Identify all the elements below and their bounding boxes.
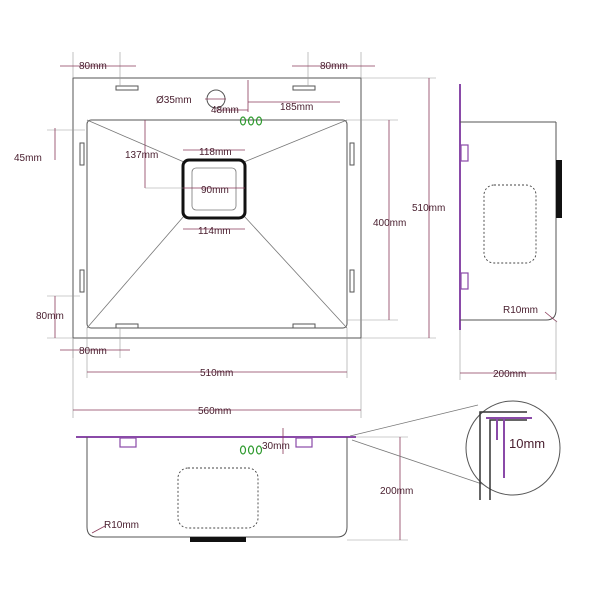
dim-hole-to-edge: 185mm — [280, 102, 313, 113]
side-depth: 200mm — [493, 369, 526, 380]
dim-drain-inner: 90mm — [201, 185, 229, 196]
inner-bowl — [86, 119, 348, 329]
dim-hole-offset: 48mm — [211, 105, 239, 116]
front-drain-outline — [177, 467, 259, 529]
slope-line-tl — [86, 119, 185, 163]
detail-view: 10mm — [465, 400, 561, 500]
front-radius: R10mm — [104, 520, 139, 531]
side-clip-top — [460, 144, 469, 162]
front-drain — [190, 537, 246, 542]
green-marker-top — [239, 116, 263, 126]
dim-left-45: 45mm — [14, 153, 42, 164]
slope-line-tr — [243, 119, 348, 163]
slope-line-br — [243, 215, 348, 329]
side-clip-bottom — [460, 272, 469, 290]
outer-frame — [72, 77, 362, 339]
dim-drain-bottom: 114mm — [198, 226, 231, 237]
slope-line-bl — [86, 215, 185, 329]
dim-hole-diameter: Ø35mm — [156, 95, 192, 106]
slot-top-right — [292, 85, 316, 91]
drain-inner — [191, 167, 237, 211]
side-drain — [556, 160, 562, 218]
drain-outer — [181, 158, 247, 220]
dim-bottom-80: 80mm — [79, 346, 107, 357]
side-view: R10mm 200mm — [459, 84, 562, 380]
dim-top-left-80: 80mm — [79, 61, 107, 72]
side-radius: R10mm — [503, 305, 538, 316]
dim-outer-width: 560mm — [198, 406, 231, 417]
detail-lip-dim: 10mm — [509, 436, 545, 451]
front-clip-right — [295, 437, 313, 448]
front-height-dim: 200mm — [380, 486, 413, 497]
slot-left-bottom — [79, 269, 85, 293]
green-marker-front — [239, 445, 263, 455]
front-clip-left — [119, 437, 137, 448]
slot-top-left — [115, 85, 139, 91]
slot-right-bottom — [349, 269, 355, 293]
dim-top-right-80: 80mm — [320, 61, 348, 72]
front-flange-dim: 30mm — [262, 441, 290, 452]
dim-inner-height: 400mm — [373, 218, 406, 229]
slot-bottom-left — [115, 323, 139, 329]
front-view: 30mm 200mm R10mm — [76, 404, 486, 542]
slot-left-top — [79, 142, 85, 166]
dim-inner-width: 510mm — [200, 368, 233, 379]
slot-bottom-right — [292, 323, 316, 329]
dim-drain-depth: 137mm — [125, 150, 158, 161]
side-drain-outline — [483, 184, 537, 264]
dim-left-80: 80mm — [36, 311, 64, 322]
slot-right-top — [349, 142, 355, 166]
dim-drain-top: 118mm — [199, 147, 232, 158]
dim-outer-height: 510mm — [412, 203, 445, 214]
top-view: 80mm 80mm Ø35mm 48mm 185mm 118mm 90mm 11… — [14, 52, 445, 418]
